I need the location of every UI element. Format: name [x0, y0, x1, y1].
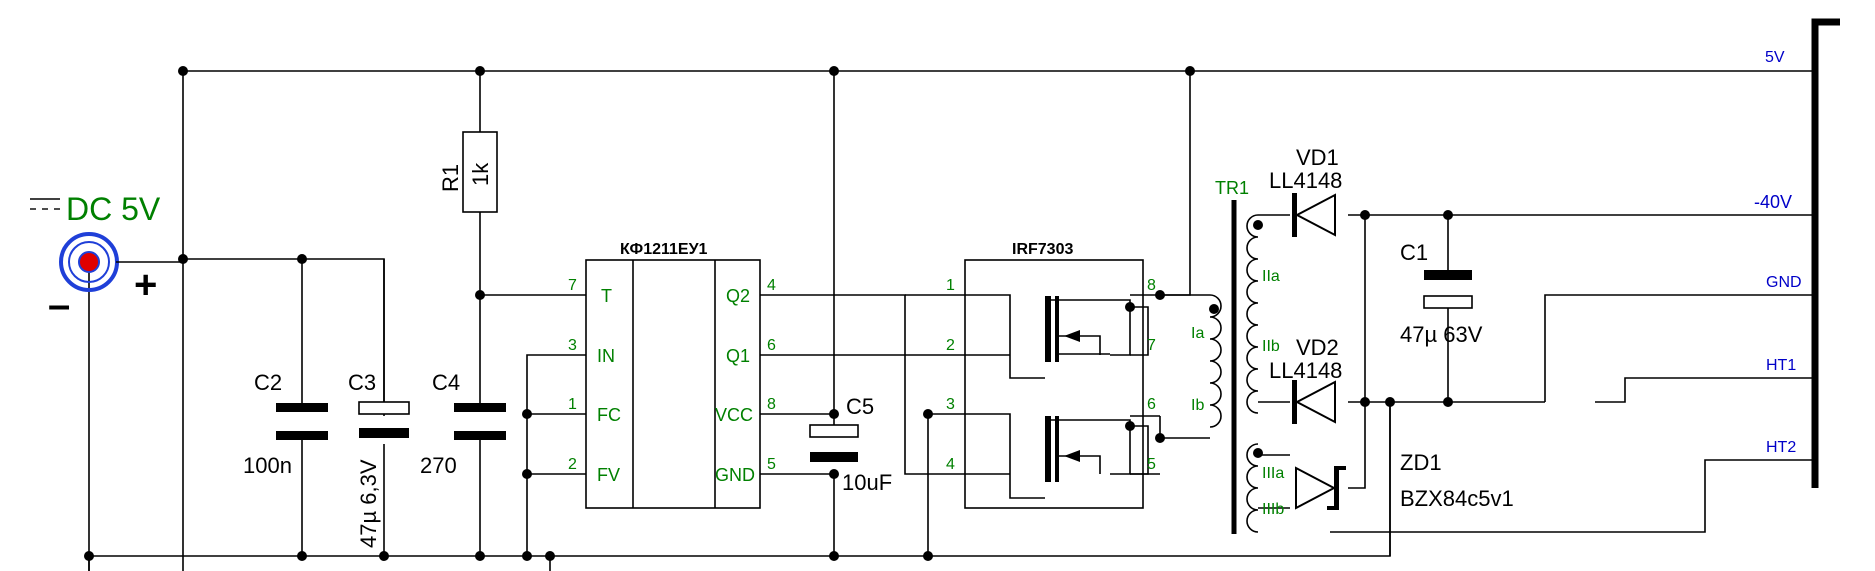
c4-value: 270	[420, 453, 457, 478]
vd2-value: LL4148	[1269, 358, 1342, 383]
tr1-ref: TR1	[1215, 178, 1249, 198]
junctions	[84, 66, 1453, 561]
c3-value: 47µ 6,3V	[356, 459, 381, 548]
net-gnd: GND	[1766, 274, 1802, 291]
ic1-pin-fv: FV	[597, 465, 620, 485]
c5-ref: C5	[846, 394, 874, 419]
tr1-winding-ib: Ib	[1191, 397, 1204, 414]
ic1-pin-7: 7	[568, 277, 577, 294]
vd1-value: LL4148	[1269, 168, 1342, 193]
minus-sign: –	[48, 283, 70, 327]
tr1-winding-iib: IIb	[1262, 338, 1280, 355]
ic1-pin-8: 8	[767, 396, 776, 413]
tr1-winding-ia: Ia	[1191, 325, 1204, 342]
c1-ref: C1	[1400, 240, 1428, 265]
capacitor-c5: C5 10uF	[809, 394, 892, 495]
ic2-pin-5: 5	[1147, 456, 1156, 473]
c1-value: 47µ 63V	[1400, 322, 1483, 347]
net-ht1: HT1	[1766, 357, 1796, 374]
ic2-pin-6: 6	[1147, 396, 1156, 413]
ic1-pin-fc: FC	[597, 405, 621, 425]
zener-zd1: ZD1 BZX84c5v1	[1295, 450, 1514, 511]
r1-value: 1k	[468, 162, 493, 186]
zd1-value: BZX84c5v1	[1400, 486, 1514, 511]
vd1-ref: VD1	[1296, 145, 1339, 170]
ic2-pin-2: 2	[946, 337, 955, 354]
capacitor-c3: C3 47µ 6,3V	[348, 259, 410, 548]
ic1-pin-5: 5	[767, 456, 776, 473]
resistor-r1: R1 1k	[438, 131, 498, 213]
ic2-pin-7: 7	[1147, 337, 1156, 354]
ic1-pin-3: 3	[568, 337, 577, 354]
transformer-tr1: TR1 Ia Ib IIa IIb IIIa IIIb	[1191, 178, 1284, 534]
ic2-pin-1: 1	[946, 277, 955, 294]
jack-label: DC 5V	[66, 191, 161, 227]
c3-ref: C3	[348, 370, 376, 395]
ic1-pin-4: 4	[767, 277, 776, 294]
ic2-name: IRF7303	[1012, 241, 1073, 258]
ic1-pin-vcc: VCC	[715, 405, 753, 425]
output-connector: 5V -40V GND HT1 HT2	[1754, 18, 1840, 488]
diode-vd1: VD1 LL4148	[1269, 145, 1342, 237]
net-ht2: HT2	[1766, 439, 1796, 456]
ic1-pin-gnd: GND	[715, 465, 755, 485]
ic2-pin-8: 8	[1147, 277, 1156, 294]
ic1-pin-t: T	[601, 286, 612, 306]
wires	[88, 70, 1815, 571]
ic2-pin-3: 3	[946, 396, 955, 413]
ic1-pin-in: IN	[597, 346, 615, 366]
ic1-pin-1: 1	[568, 396, 577, 413]
net-minus-40v: -40V	[1754, 192, 1792, 212]
plus-sign: +	[134, 263, 157, 307]
tr1-winding-iia: IIa	[1262, 268, 1280, 285]
ic2-pin-4: 4	[946, 456, 955, 473]
tr1-winding-iiib: IIIb	[1262, 501, 1284, 518]
ic1-pin-q2: Q2	[726, 286, 750, 306]
c2-ref: C2	[254, 370, 282, 395]
capacitor-c4: C4 270	[420, 370, 506, 478]
ic-irf7303: IRF7303 1 2 3 4 8 7 6 5	[946, 241, 1156, 509]
c5-value: 10uF	[842, 470, 892, 495]
ic1-pin-2: 2	[568, 456, 577, 473]
vd2-ref: VD2	[1296, 335, 1339, 360]
ic1-name: КФ1211ЕУ1	[620, 241, 708, 258]
capacitor-c1: C1 47µ 63V	[1400, 240, 1483, 347]
c4-ref: C4	[432, 370, 460, 395]
r1-ref: R1	[438, 164, 463, 192]
zd1-ref: ZD1	[1400, 450, 1442, 475]
dc-power-jack: DC 5V + –	[30, 191, 183, 327]
capacitor-c2: C2 100n	[243, 370, 328, 478]
c2-value: 100n	[243, 453, 292, 478]
tr1-winding-iiia: IIIa	[1262, 465, 1284, 482]
ic-kf1211eu1: КФ1211ЕУ1 7 T 3 IN 1 FC 2 FV 4 Q2 6 Q1 8…	[568, 241, 776, 509]
net-5v: 5V	[1765, 49, 1785, 66]
ic1-pin-q1: Q1	[726, 346, 750, 366]
ic1-pin-6: 6	[767, 337, 776, 354]
diode-vd2: VD2 LL4148	[1269, 335, 1342, 424]
